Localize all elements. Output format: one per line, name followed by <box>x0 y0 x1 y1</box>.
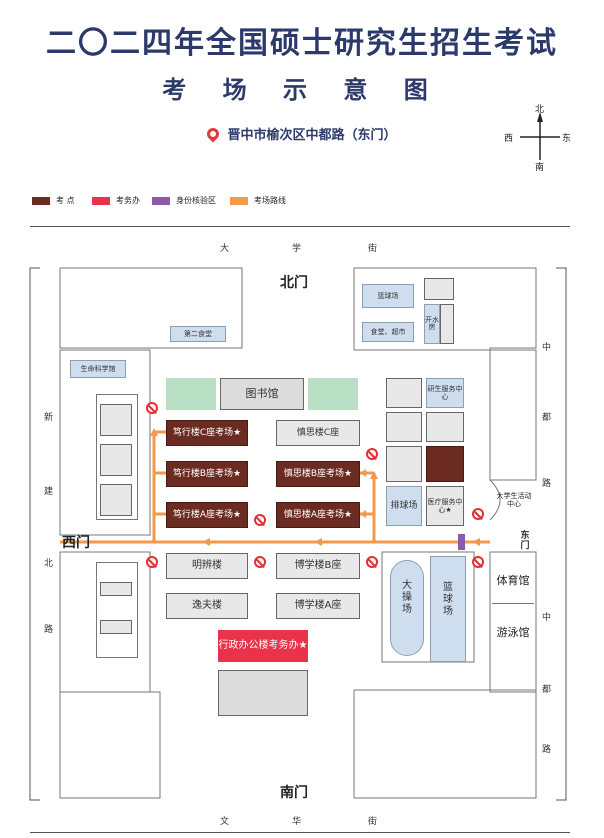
street-right-2: 都 <box>542 413 552 423</box>
address: 晋中市榆次区中都路（东门） <box>0 124 604 143</box>
legend-item-id-check: 身份核验区 <box>152 195 216 206</box>
legend-label: 考 点 <box>56 196 75 205</box>
basketball-court-south <box>430 556 466 662</box>
street-left-3: 北 <box>44 559 54 569</box>
mingbian-building: 明辨楼 <box>166 553 248 579</box>
library: 图书馆 <box>220 378 304 410</box>
dorm-building <box>100 404 132 436</box>
legend-label: 考场路线 <box>254 196 286 205</box>
no-entry-icon <box>254 556 266 568</box>
south-gate-label: 南门 <box>280 785 308 801</box>
page-subtitle: 考 场 示 意 图 <box>162 76 442 104</box>
no-entry-icon <box>472 556 484 568</box>
street-bottom-2: 华 <box>292 817 302 827</box>
north-gate-label: 北门 <box>280 275 308 291</box>
dorm-building <box>100 582 132 596</box>
east-gate-label: 东门 <box>520 531 530 551</box>
duxing-b-exam: 笃行楼B座考场★ <box>166 461 248 487</box>
page-title: 二〇二四年全国硕士研究生招生考试 <box>46 26 558 61</box>
building-small <box>426 412 464 442</box>
playground-label: 大操场 <box>402 580 412 615</box>
street-left-1: 新 <box>44 413 54 423</box>
medical-service-center: 医疗服务中心★ <box>426 486 464 526</box>
graduate-service-center: 研生服务中心 <box>426 378 464 408</box>
dorm-building <box>100 484 132 516</box>
basketball-court-north: 篮球场 <box>362 284 414 308</box>
legend-label: 考务办 <box>116 196 140 205</box>
building-small <box>386 378 422 408</box>
student-activity-center: 大学生活动中心 <box>496 491 532 508</box>
legend-swatch <box>152 196 170 205</box>
compass-west: 西 <box>504 134 514 144</box>
street-top-3: 街 <box>368 244 378 254</box>
canteen-supermarket: 食堂、超市 <box>362 322 414 342</box>
street-right-4: 中 <box>542 613 552 623</box>
no-entry-icon <box>254 514 266 526</box>
compass-south: 南 <box>535 163 545 173</box>
street-right-6: 路 <box>542 745 552 755</box>
volleyball-court: 排球场 <box>386 486 422 526</box>
address-text: 晋中市榆次区中都路（东门） <box>227 128 397 143</box>
dorm-block-south <box>96 562 138 658</box>
no-entry-icon <box>146 402 158 414</box>
compass-north: 北 <box>535 105 545 115</box>
exam-building-small <box>426 446 464 482</box>
street-top-2: 学 <box>292 244 302 254</box>
compass-rose-icon <box>520 112 560 160</box>
dorm-building <box>100 620 132 634</box>
street-bottom-1: 文 <box>220 817 230 827</box>
shensi-b-exam: 慎思楼B座考场★ <box>276 461 360 487</box>
lawn-left <box>166 378 216 410</box>
legend-swatch <box>230 196 248 205</box>
street-bottom-3: 街 <box>368 817 378 827</box>
compass-east: 东 <box>562 134 572 144</box>
no-entry-icon <box>472 508 484 520</box>
building-small <box>386 412 422 442</box>
legend-item-route: 考场路线 <box>230 195 286 206</box>
lawn-right <box>308 378 358 410</box>
gymnasium: 体育馆 <box>492 558 534 604</box>
shensi-a-exam: 慎思楼A座考场★ <box>276 502 360 528</box>
divider <box>30 832 570 833</box>
life-science-hall: 生命科学馆 <box>70 360 126 378</box>
divider <box>30 226 570 227</box>
street-top-1: 大 <box>220 244 230 254</box>
no-entry-icon <box>146 556 158 568</box>
legend-swatch <box>32 196 50 205</box>
building-small <box>440 304 454 344</box>
compass: 北 南 东 西 <box>504 100 572 173</box>
building-south <box>218 670 308 716</box>
street-right-3: 路 <box>542 479 552 489</box>
west-gate-label: 西门 <box>62 535 90 551</box>
basketball-court-label: 篮球场 <box>443 582 453 617</box>
yifu-building: 逸夫楼 <box>166 593 248 619</box>
boiler-room: 开水房 <box>424 304 440 344</box>
no-entry-icon <box>366 448 378 460</box>
canteen-2: 第二食堂 <box>170 326 226 342</box>
shensi-c: 慎思楼C座 <box>276 420 360 446</box>
street-right-5: 都 <box>542 685 552 695</box>
building-small <box>424 278 454 300</box>
legend-item-exam: 考 点 <box>32 195 75 206</box>
admin-building-exam-office: 行政办公楼考务办★ <box>218 630 308 662</box>
duxing-a-exam: 笃行楼A座考场★ <box>166 502 248 528</box>
street-right-1: 中 <box>542 343 552 353</box>
legend-item-office: 考务办 <box>92 195 140 206</box>
boxue-a: 博学楼A座 <box>276 593 360 619</box>
street-left-2: 建 <box>44 487 54 497</box>
dorm-building <box>100 444 132 476</box>
legend-swatch <box>92 196 110 205</box>
street-left-4: 路 <box>44 625 54 635</box>
legend-label: 身份核验区 <box>176 196 216 205</box>
swimming-pool: 游泳馆 <box>496 626 530 640</box>
duxing-c-exam: 笃行楼C座考场★ <box>166 420 248 446</box>
no-entry-icon <box>366 556 378 568</box>
playground-track <box>390 560 424 656</box>
building-small <box>386 446 422 482</box>
boxue-b: 博学楼B座 <box>276 553 360 579</box>
